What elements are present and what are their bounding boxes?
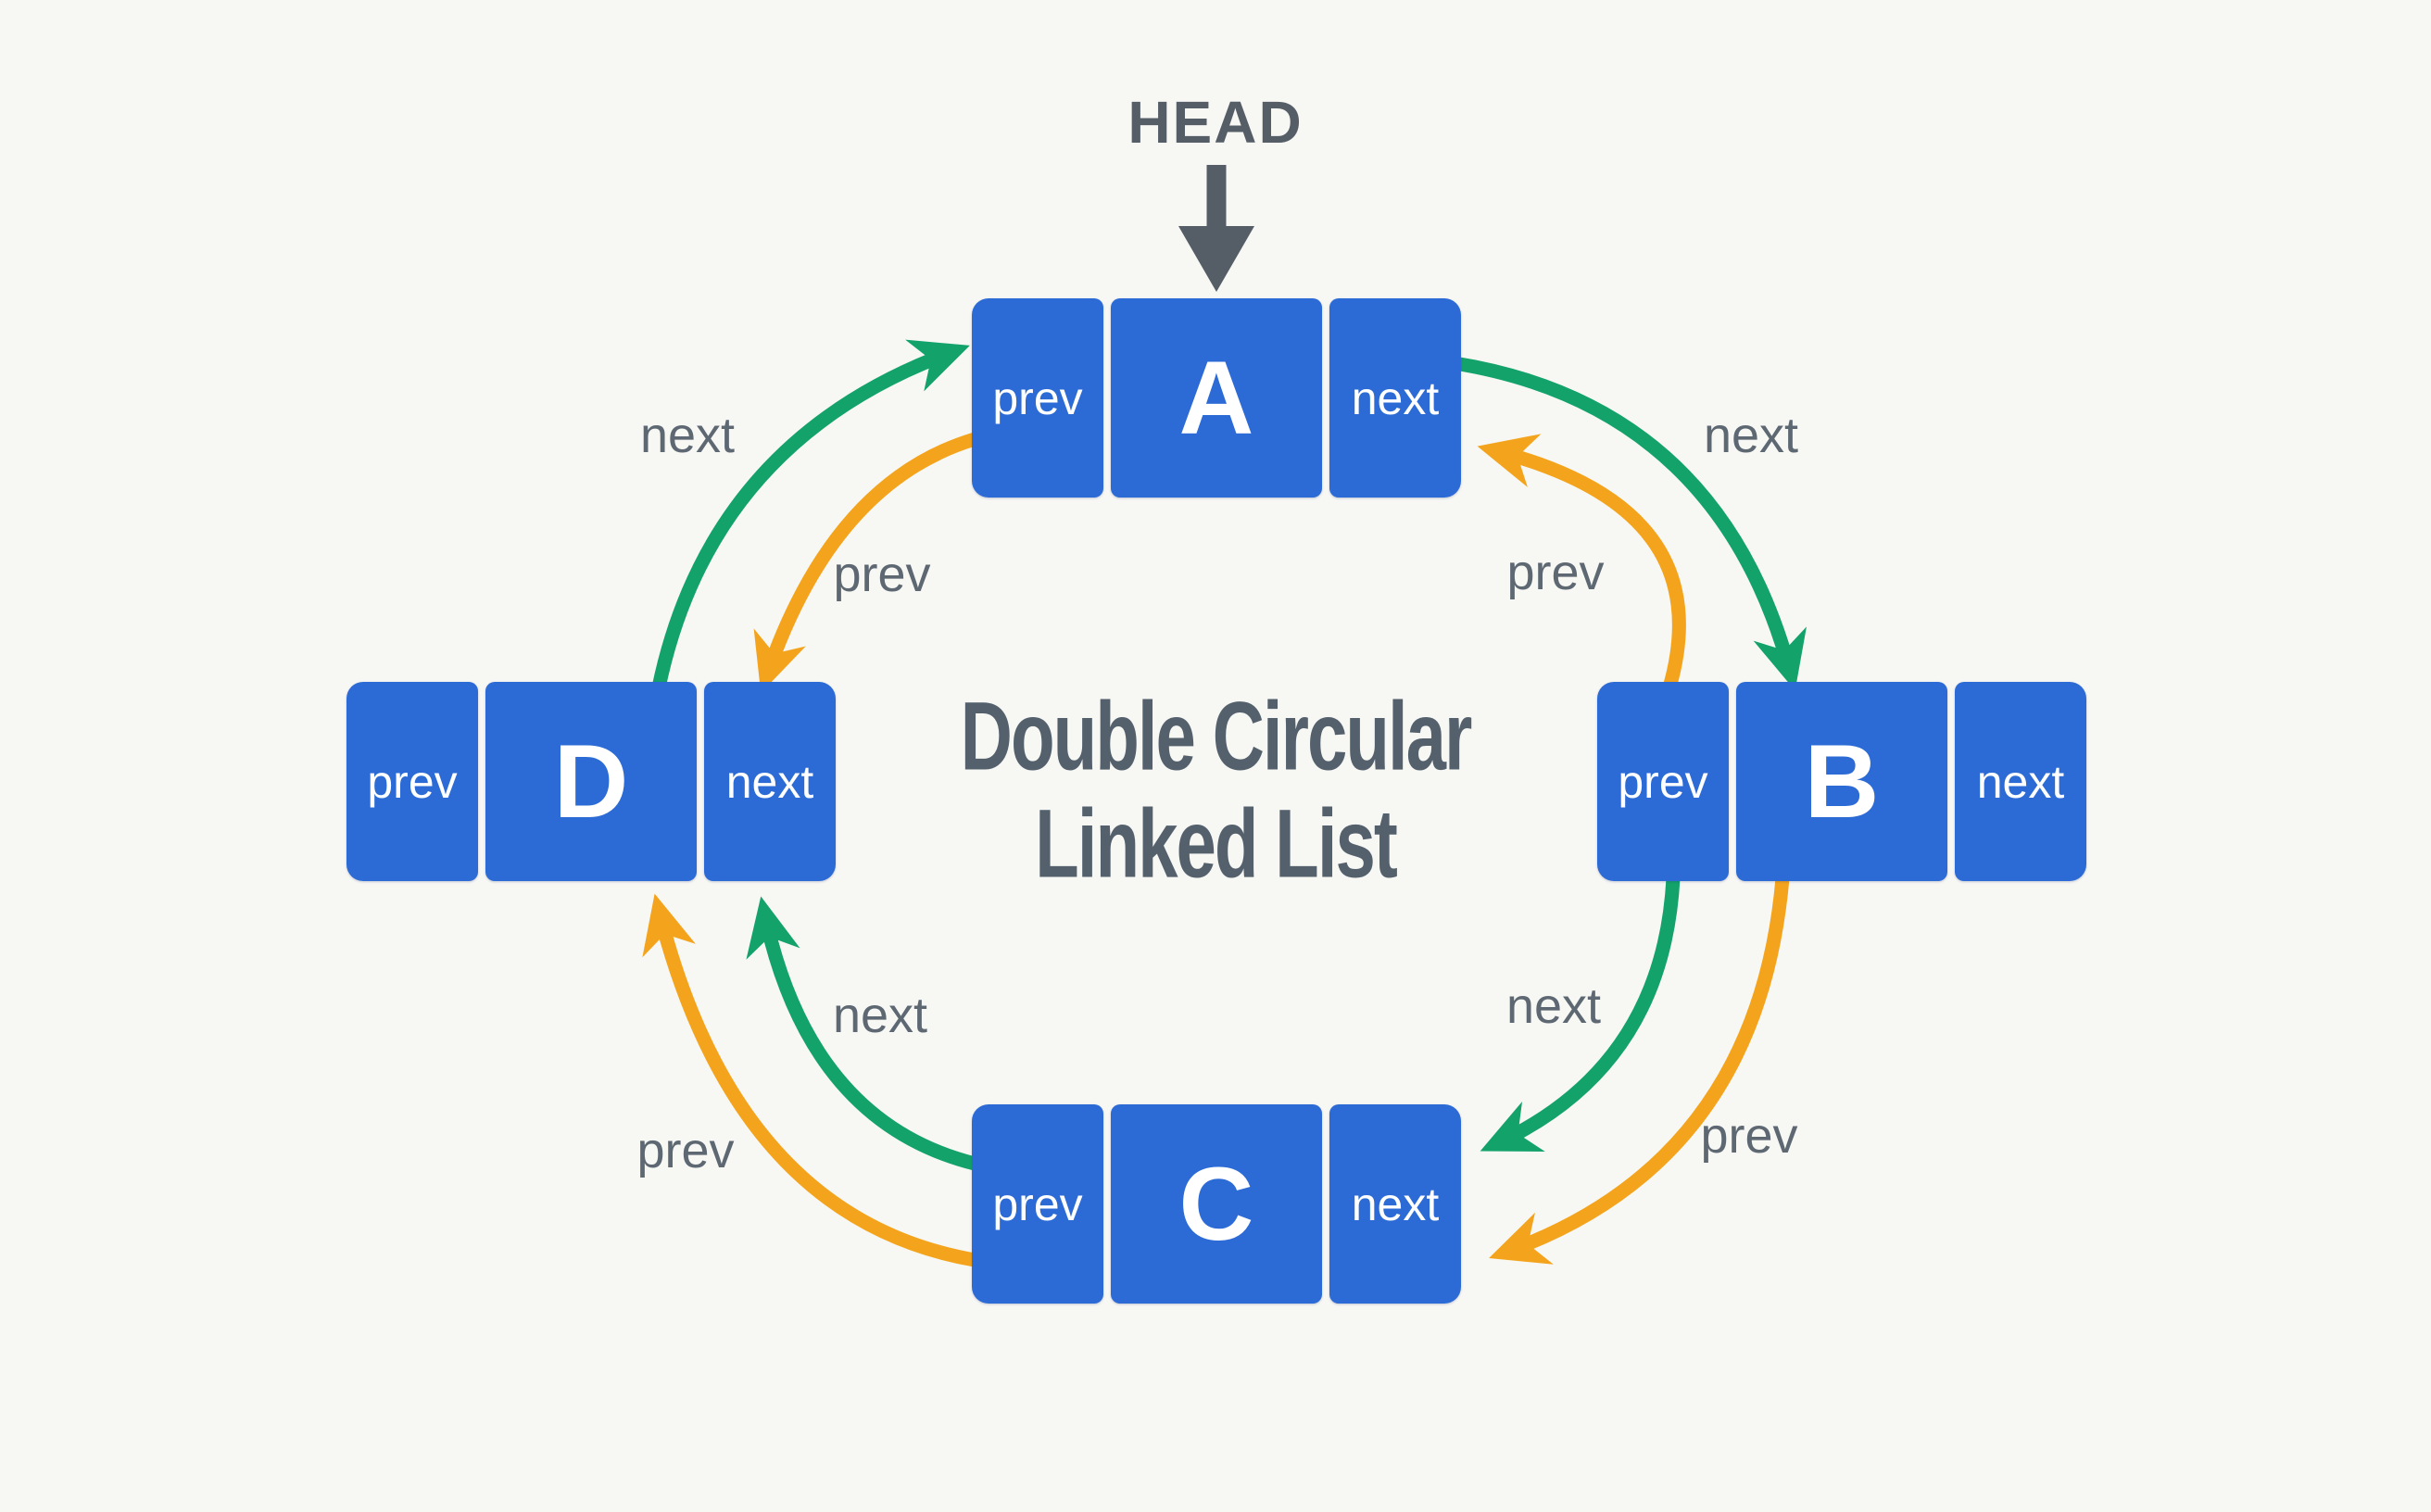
node-a-next-cell: next — [1329, 298, 1461, 498]
node-b-next-cell: next — [1955, 682, 2086, 881]
edge-label-next-bottom-left: next — [832, 988, 928, 1043]
diagram-title-line1: Double Circular — [960, 680, 1473, 791]
node-b-data-cell: B — [1736, 682, 1947, 881]
edge-label-prev-top-right: prev — [1506, 545, 1605, 600]
node-d-data-cell: D — [485, 682, 697, 881]
node-d-prev-cell: prev — [346, 682, 478, 881]
diagram-title: Double Circular Linked List — [960, 680, 1473, 899]
prev-arrow-b-to-a — [1477, 434, 1686, 690]
node-a: prev A next — [972, 298, 1461, 498]
prev-arrow-c-d — [642, 893, 976, 1267]
node-c: prev C next — [972, 1104, 1461, 1304]
head-pointer-label: HEAD — [1127, 89, 1304, 156]
node-a-data-cell: A — [1111, 298, 1322, 498]
diagram-title-line2: Linked List — [1035, 788, 1398, 899]
node-a-prev-cell: prev — [972, 298, 1103, 498]
edge-label-next-top-right: next — [1703, 408, 1799, 463]
head-arrow-icon — [1178, 165, 1254, 292]
next-arrow-c-to-d — [746, 896, 976, 1171]
node-b-prev-cell: prev — [1597, 682, 1729, 881]
node-c-prev-cell: prev — [972, 1104, 1103, 1304]
edge-label-next-bottom-right: next — [1505, 978, 1602, 1034]
next-arrow-a-to-b — [1453, 356, 1807, 691]
node-b: prev B next — [1597, 682, 2086, 881]
edge-label-prev-top-left: prev — [833, 547, 931, 602]
prev-arrow-b-c — [1489, 877, 1790, 1265]
node-d: prev D next — [346, 682, 836, 881]
next-arrow-b-to-c — [1480, 877, 1681, 1152]
node-c-data-cell: C — [1111, 1104, 1322, 1304]
edge-label-prev-bottom-right: prev — [1700, 1108, 1798, 1164]
edge-label-prev-bottom-left: prev — [636, 1123, 735, 1178]
next-arrow-d-to-a — [651, 339, 970, 689]
edge-label-next-top-left: next — [639, 408, 736, 463]
node-c-next-cell: next — [1329, 1104, 1461, 1304]
prev-arrow-a-to-d — [753, 432, 977, 693]
node-d-next-cell: next — [704, 682, 836, 881]
